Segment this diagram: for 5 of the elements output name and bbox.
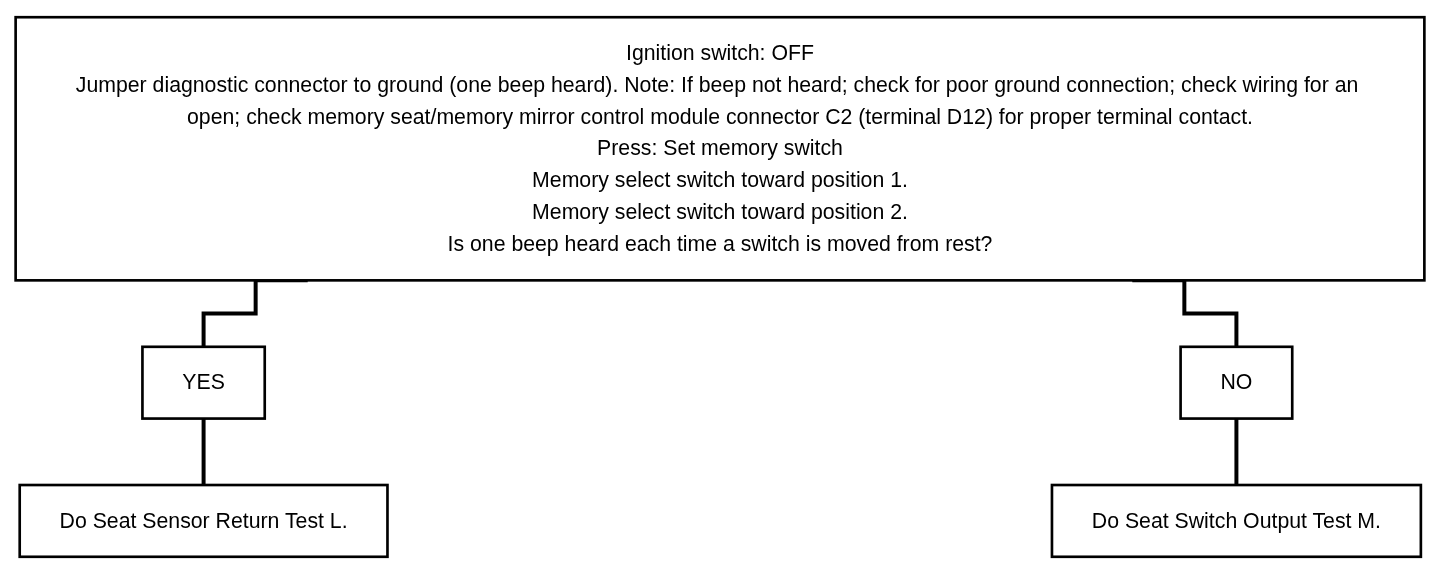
node-box: NO (1179, 345, 1294, 420)
node-box: YES (141, 345, 267, 420)
node-box: Do Seat Sensor Return Test L. (18, 483, 389, 559)
node-box: Do Seat Switch Output Test M. (1050, 483, 1423, 559)
node-box: Ignition switch: OFF Jumper diagnostic connector to ground (one beep heard). Note: If beep not heard; check for poor ground connection; check wiring for an open; check memory seat/memory mirror control module connector C2 (terminal D12) for proper terminal contact. Press: Set memory switch Memory select switch toward position 1. Memory select switch toward position 2. Is one beep heard each time a switch is moved from rest? (14, 15, 1426, 282)
